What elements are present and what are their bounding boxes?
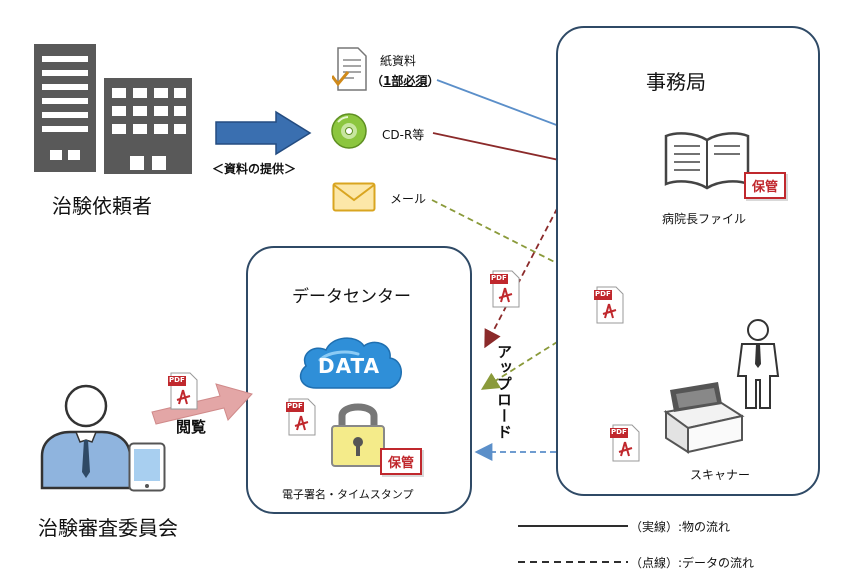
hospital-file-label: 病院長ファイル xyxy=(662,212,747,226)
legend-solid-label: （実線）:物の流れ xyxy=(630,520,731,534)
pdf-text: PDF xyxy=(287,402,303,410)
paper-required-text: 1部必須 xyxy=(383,74,428,88)
paper-required-note: （1部必須） xyxy=(371,72,439,89)
arrow-mail-to-office xyxy=(431,199,611,291)
committee-person-icon xyxy=(40,384,132,490)
person-icon xyxy=(736,319,780,409)
datacenter-hokan-badge: 保管 xyxy=(380,448,423,475)
provision-label: ＜資料の提供＞ xyxy=(212,162,297,176)
paper-document-icon xyxy=(332,47,367,91)
pdf-text: PDF xyxy=(491,274,507,282)
mail-label: メール xyxy=(390,192,427,206)
paper-label: 紙資料 xyxy=(380,54,417,68)
binder-book-icon xyxy=(664,132,750,190)
cd-icon xyxy=(331,113,367,149)
tablet-icon xyxy=(128,442,166,492)
datacenter-title: データセンター xyxy=(292,287,411,307)
view-arrow-icon xyxy=(151,383,253,425)
scanner-label: スキャナー xyxy=(690,468,751,482)
paper-close-paren: ） xyxy=(427,74,440,88)
pdf-icon: PDF xyxy=(286,398,316,436)
cloud-data-text: DATA xyxy=(318,354,381,378)
scanner-icon xyxy=(663,382,745,454)
legend-dashed-label: （点線）:データの流れ xyxy=(630,556,755,570)
padlock-icon xyxy=(331,403,385,467)
upload-label: アップロード xyxy=(495,344,513,440)
signature-label: 電子署名・タイムスタンプ xyxy=(282,488,414,501)
provision-arrow-icon xyxy=(215,110,312,156)
office-title: 事務局 xyxy=(646,70,706,94)
pdf-icon: PDF xyxy=(168,372,198,410)
office-hokan-badge: 保管 xyxy=(744,172,787,199)
committee-label: 治験審査委員会 xyxy=(38,516,178,540)
pdf-icon: PDF xyxy=(610,424,640,462)
cdr-label: CD-R等 xyxy=(382,128,425,142)
building-icon xyxy=(34,44,192,174)
paper-open-paren: （ xyxy=(371,74,384,88)
pdf-icon: PDF xyxy=(490,270,520,308)
cloud-icon xyxy=(299,337,402,389)
view-label: 閲覧 xyxy=(176,418,207,436)
mail-envelope-icon xyxy=(332,182,376,212)
pdf-text: PDF xyxy=(169,376,185,384)
sponsor-label: 治験依頼者 xyxy=(52,194,152,218)
pdf-icon: PDF xyxy=(594,286,624,324)
pdf-text: PDF xyxy=(611,428,627,436)
pdf-text: PDF xyxy=(595,290,611,298)
